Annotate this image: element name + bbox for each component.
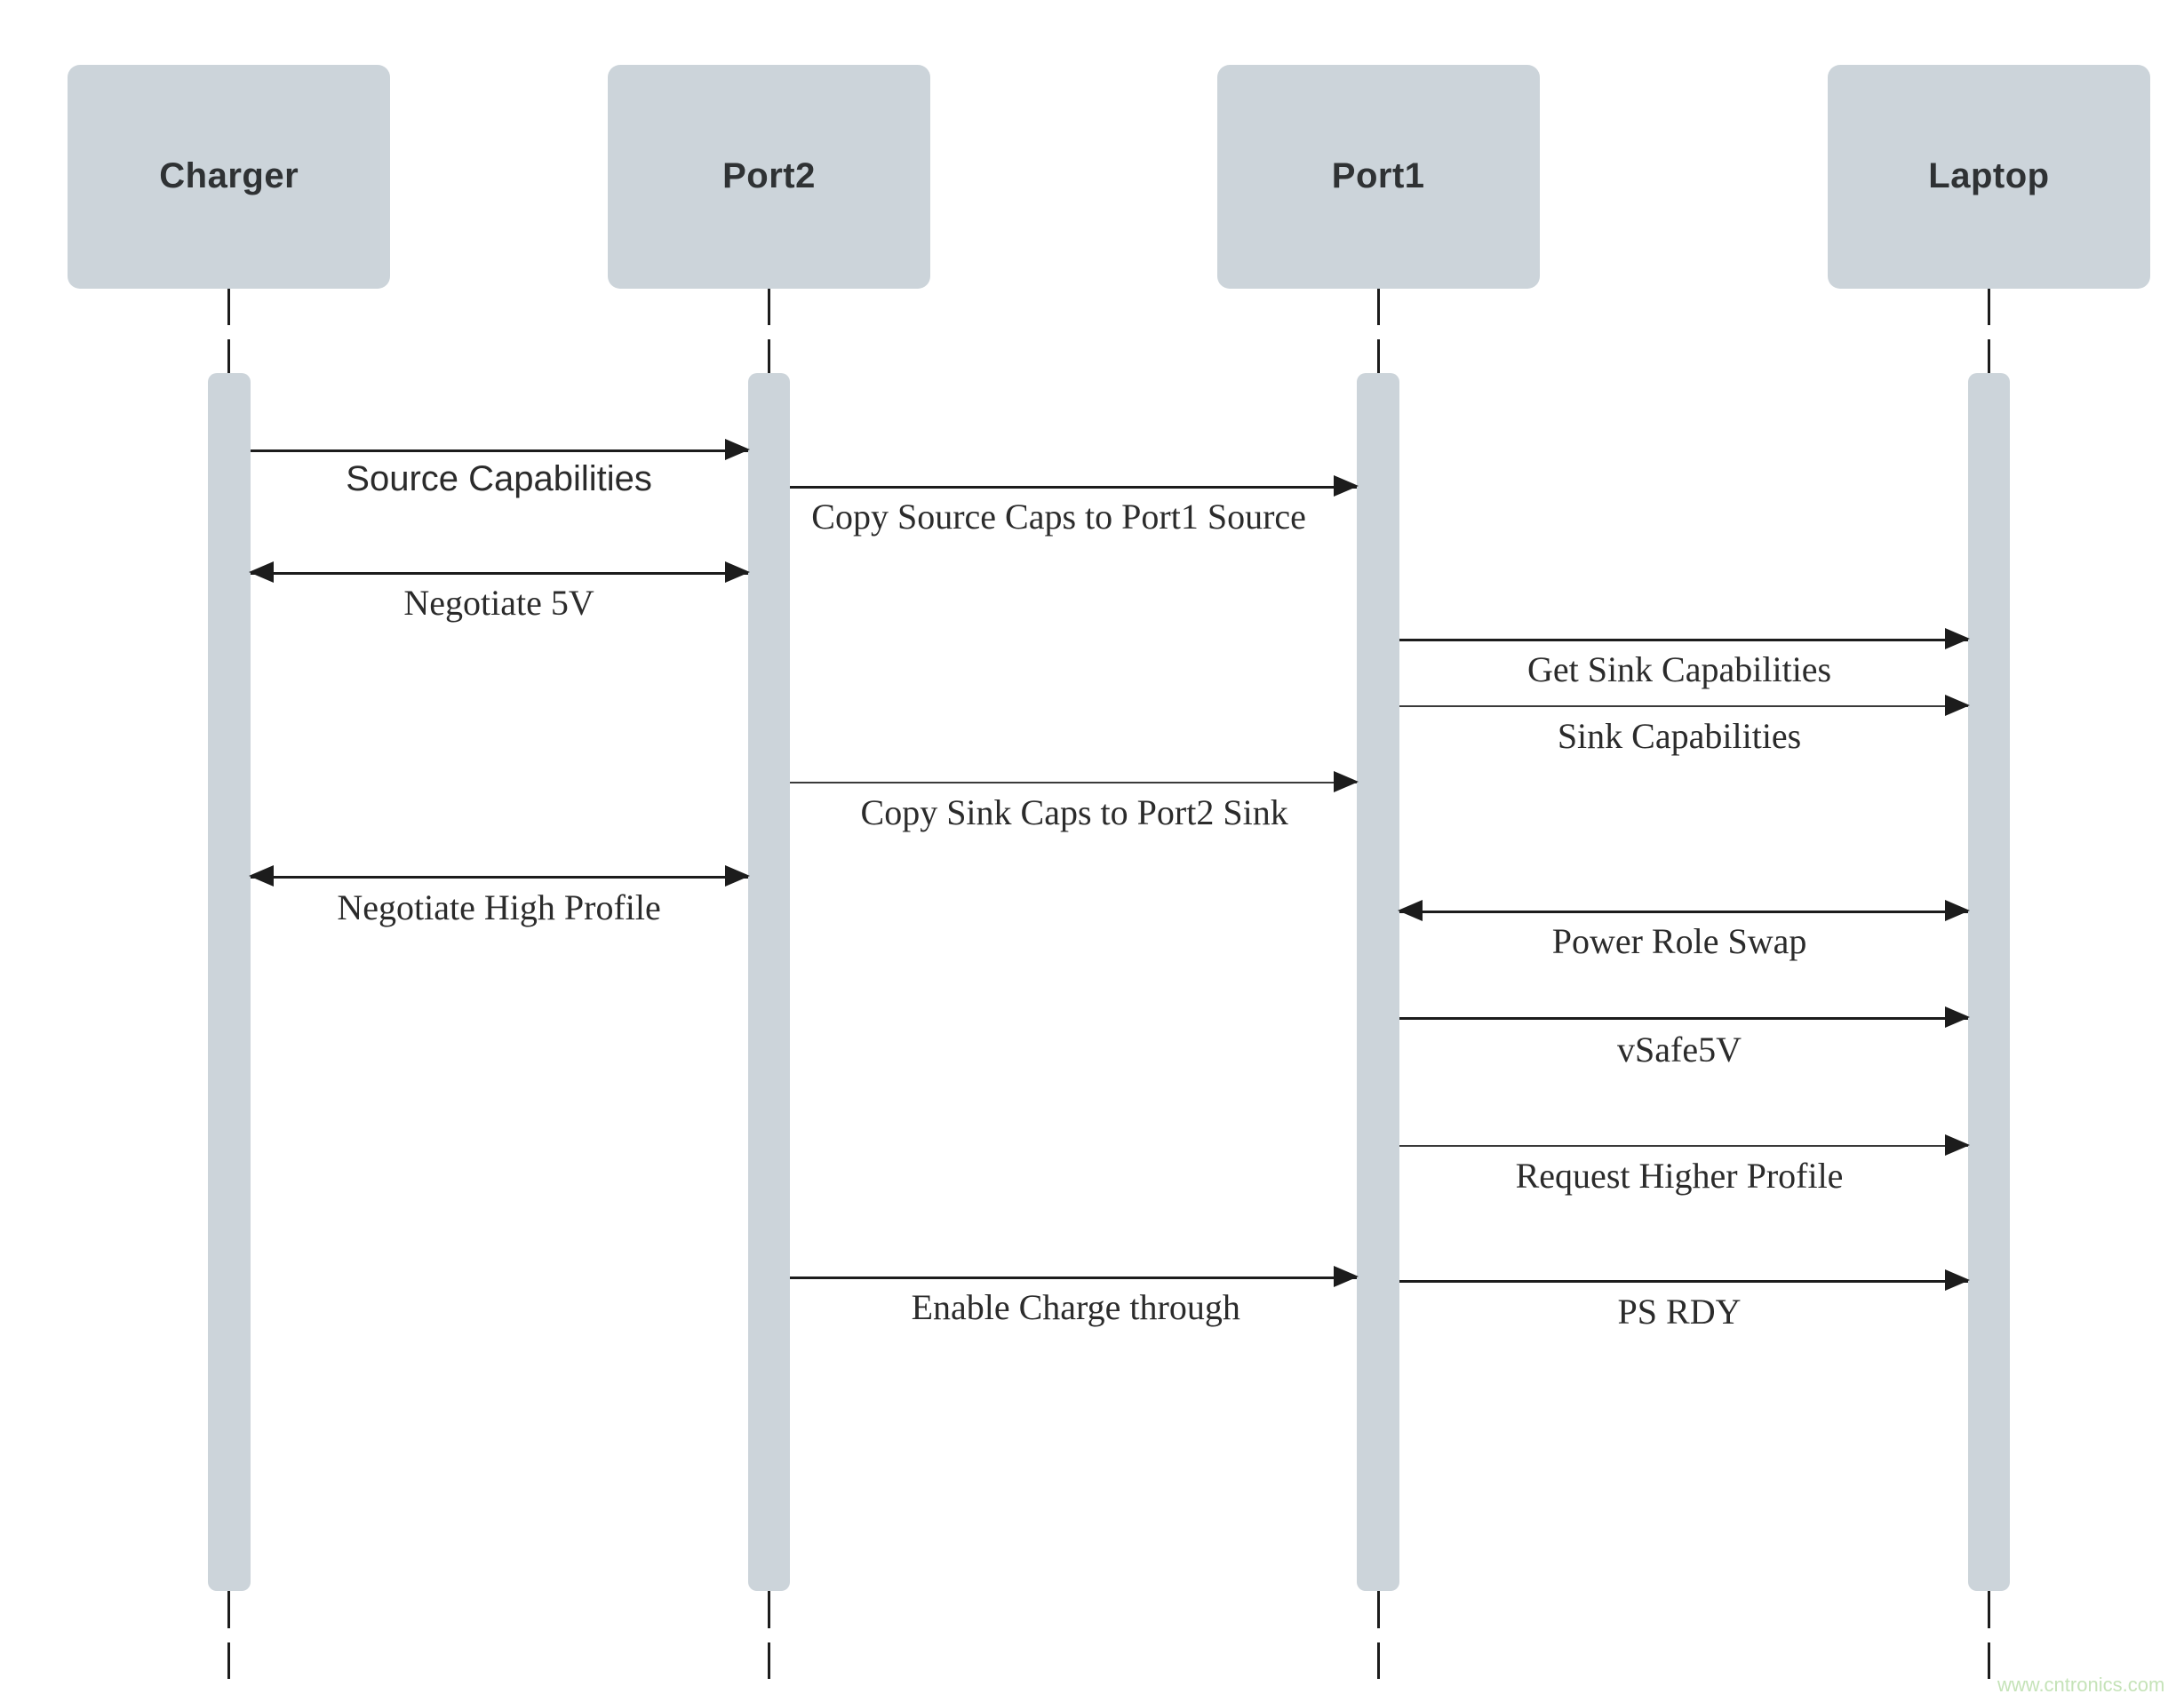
- lifeline-dash-laptop-bottom1: [1987, 1642, 1990, 1680]
- actor-box-charger[interactable]: Charger: [68, 65, 391, 289]
- message-line-negotiate-high-profile: [250, 876, 748, 879]
- message-line-negotiate-5v: [250, 572, 748, 576]
- activation-bar-laptop: [1967, 373, 2011, 1592]
- lifeline-dash-laptop-top0: [1987, 288, 1990, 325]
- lifeline-dash-port1-top0: [1376, 288, 1380, 325]
- lifeline-dash-charger-bottom0: [227, 1591, 231, 1628]
- message-line-ps-rdy: [1399, 1280, 1968, 1284]
- arrowhead-left-negotiate-5v: [248, 561, 274, 584]
- message-label-source-capabilities: Source Capabilities: [346, 459, 652, 499]
- arrowhead-right-source-capabilities: [724, 438, 750, 460]
- site-watermark: www.cntronics.com: [1997, 1674, 2165, 1696]
- message-label-enable-charge-through: Enable Charge through: [911, 1286, 1240, 1327]
- message-label-request-higher-profile: Request Higher Profile: [1515, 1155, 1844, 1196]
- message-line-copy-sink-caps: [790, 781, 1358, 783]
- lifeline-dash-port1-bottom0: [1376, 1591, 1380, 1628]
- activation-bar-charger: [207, 373, 251, 1592]
- message-line-request-higher-profile: [1399, 1144, 1968, 1147]
- arrowhead-right-get-sink-capabilities: [1944, 628, 1970, 650]
- lifeline-dash-port1-bottom1: [1376, 1642, 1380, 1680]
- actor-box-port1[interactable]: Port1: [1216, 65, 1540, 289]
- arrowhead-right-negotiate-high-profile: [724, 865, 750, 887]
- message-line-power-role-swap: [1399, 910, 1968, 913]
- message-label-negotiate-high-profile: Negotiate High Profile: [337, 887, 661, 927]
- lifeline-dash-laptop-bottom0: [1987, 1591, 1990, 1628]
- arrowhead-right-copy-source-caps: [1334, 475, 1359, 497]
- lifeline-dash-laptop-top1: [1987, 338, 1990, 377]
- arrowhead-left-negotiate-high-profile: [248, 865, 274, 887]
- message-line-enable-charge-through: [790, 1276, 1358, 1279]
- message-label-vsafe5v: vSafe5V: [1617, 1030, 1742, 1070]
- arrowhead-right-copy-sink-caps: [1334, 770, 1359, 792]
- actor-label-laptop: Laptop: [1928, 156, 2050, 196]
- message-line-copy-source-caps: [790, 486, 1358, 489]
- lifeline-dash-charger-top0: [227, 288, 231, 325]
- actor-box-laptop[interactable]: Laptop: [1828, 65, 2150, 289]
- message-line-sink-capabilities: [1399, 704, 1968, 707]
- message-line-get-sink-capabilities: [1399, 639, 1968, 642]
- lifeline-dash-charger-bottom1: [227, 1642, 231, 1680]
- arrowhead-left-power-role-swap: [1398, 899, 1423, 921]
- message-label-negotiate-5v: Negotiate 5V: [403, 583, 594, 624]
- arrowhead-right-negotiate-5v: [724, 561, 750, 584]
- activation-bar-port1: [1357, 373, 1400, 1592]
- arrowhead-right-request-higher-profile: [1944, 1133, 1970, 1156]
- message-label-ps-rdy: PS RDY: [1617, 1291, 1742, 1332]
- lifeline-dash-port2-top0: [767, 288, 770, 325]
- lifeline-dash-port2-top1: [767, 338, 770, 377]
- arrowhead-right-enable-charge-through: [1334, 1265, 1359, 1287]
- message-line-vsafe5v: [1399, 1017, 1968, 1021]
- arrowhead-right-ps-rdy: [1944, 1269, 1970, 1292]
- actor-box-port2[interactable]: Port2: [608, 65, 930, 289]
- message-label-sink-capabilities: Sink Capabilities: [1557, 716, 1802, 756]
- activation-bar-port2: [747, 373, 791, 1592]
- lifeline-dash-port1-top1: [1376, 338, 1380, 377]
- arrowhead-right-vsafe5v: [1944, 1006, 1970, 1029]
- arrowhead-right-sink-capabilities: [1944, 694, 1970, 716]
- message-label-copy-source-caps: Copy Source Caps to Port1 Source: [811, 497, 1306, 537]
- actor-label-port2: Port2: [722, 156, 816, 196]
- message-label-copy-sink-caps: Copy Sink Caps to Port2 Sink: [860, 791, 1288, 832]
- lifeline-dash-port2-bottom1: [767, 1642, 770, 1680]
- message-label-power-role-swap: Power Role Swap: [1551, 920, 1807, 961]
- arrowhead-right-power-role-swap: [1944, 899, 1970, 921]
- actor-label-charger: Charger: [159, 156, 299, 196]
- lifeline-dash-charger-top1: [227, 338, 231, 377]
- lifeline-dash-port2-bottom0: [767, 1591, 770, 1628]
- actor-label-port1: Port1: [1331, 156, 1425, 196]
- message-label-get-sink-capabilities: Get Sink Capabilities: [1526, 649, 1832, 690]
- message-line-source-capabilities: [250, 449, 748, 452]
